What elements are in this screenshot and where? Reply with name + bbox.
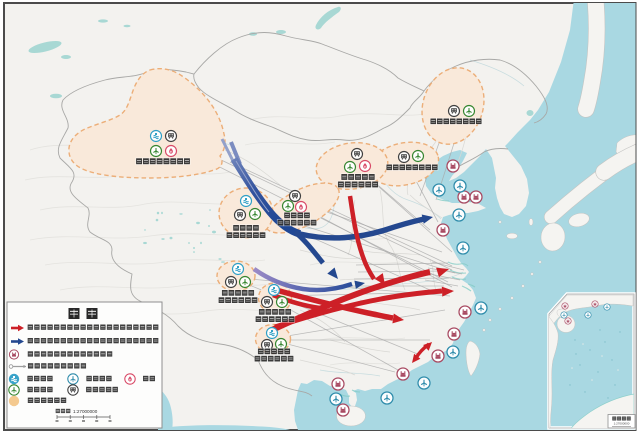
svg-text:1:27000000: 1:27000000 bbox=[614, 422, 630, 426]
svg-text:1:27000000: 1:27000000 bbox=[73, 409, 98, 414]
